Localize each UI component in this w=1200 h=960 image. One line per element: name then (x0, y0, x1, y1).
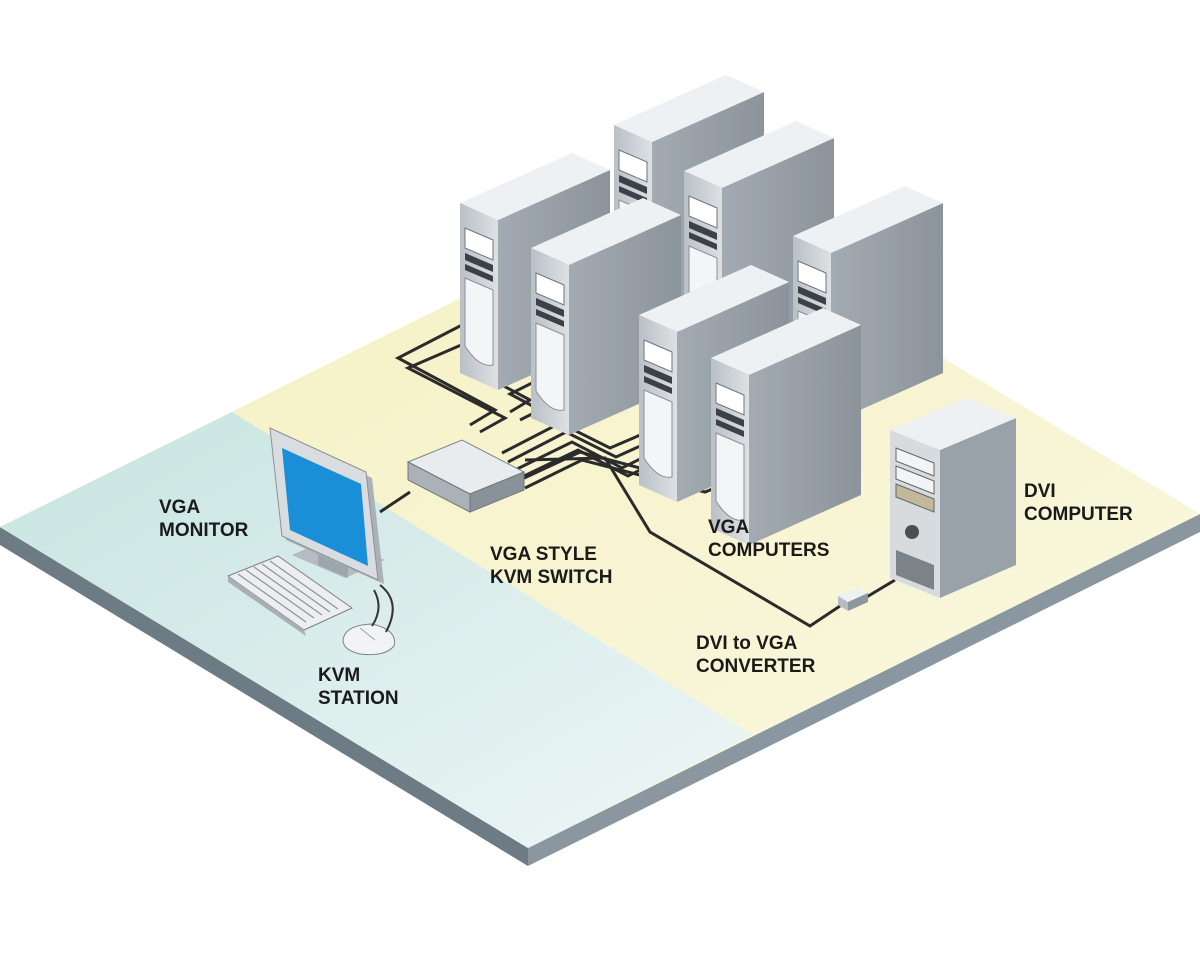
vga-monitor (269, 427, 385, 584)
label-line: CONVERTER (696, 656, 816, 677)
dvi-computer (890, 398, 1016, 598)
label-line: KVM SWITCH (490, 567, 613, 588)
keyboard (226, 555, 354, 636)
label-line: MONITOR (159, 520, 249, 541)
mouse (342, 584, 396, 656)
label-line: VGA (159, 497, 201, 518)
label-line: DVI (1024, 481, 1056, 502)
kvm-switch (406, 439, 526, 513)
label-line: VGA (708, 517, 750, 538)
label-line: DVI to VGA (696, 633, 798, 654)
label-line: STATION (318, 688, 399, 709)
label-line: COMPUTER (1024, 504, 1133, 525)
label-dvi-computer: DVI COMPUTER (1024, 480, 1133, 526)
label-vga-computers: VGA COMPUTERS (708, 516, 829, 562)
label-line: KVM (318, 665, 361, 686)
label-line: COMPUTERS (708, 540, 830, 561)
converter-box (838, 588, 868, 611)
label-kvm-switch: VGA STYLE KVM SWITCH (490, 543, 612, 589)
label-kvm-station: KVM STATION (318, 664, 399, 710)
label-line: VGA STYLE (490, 544, 597, 565)
label-converter: DVI to VGA CONVERTER (696, 632, 815, 678)
label-vga-monitor: VGA MONITOR (159, 496, 248, 542)
